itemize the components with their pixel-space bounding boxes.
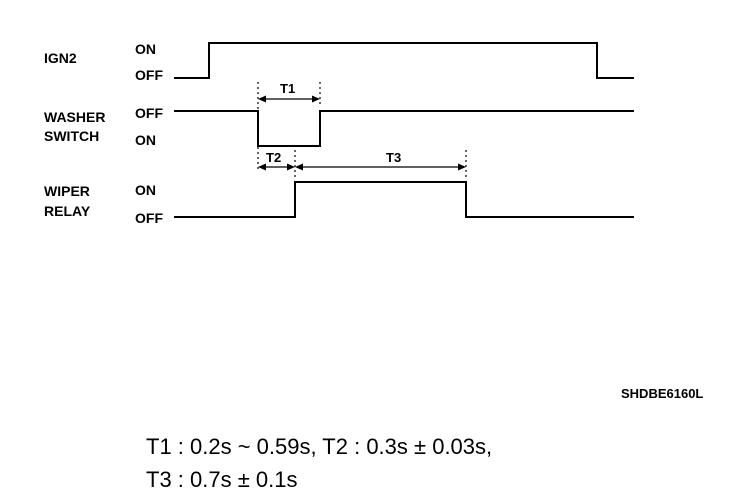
- ign2-label: IGN2: [44, 50, 77, 66]
- washer-switch-off-label: OFF: [135, 105, 163, 121]
- t1-dimension: [258, 95, 320, 103]
- t1-label: T1: [280, 81, 295, 96]
- wiper-relay-waveform: [174, 181, 634, 218]
- wiper-relay-on-label: ON: [135, 182, 156, 198]
- wiper-relay-label-line1: WIPER: [44, 183, 90, 199]
- ign2-off-label: OFF: [135, 67, 163, 83]
- drawing-code: SHDBE6160L: [621, 386, 703, 401]
- t2-dimension: [258, 163, 295, 171]
- washer-switch-waveform: [174, 110, 634, 147]
- ign2-waveform: [174, 42, 634, 79]
- wiper-relay-label-line2: RELAY: [44, 203, 91, 219]
- t3-label: T3: [386, 150, 401, 165]
- t3-dimension: [295, 163, 466, 171]
- timing-legend-line1: T1 : 0.2s ~ 0.59s, T2 : 0.3s ± 0.03s,: [146, 434, 493, 459]
- t2-label: T2: [266, 150, 281, 165]
- ign2-on-label: ON: [135, 41, 156, 57]
- timing-legend-line2: T3 : 0.7s ± 0.1s: [146, 467, 298, 492]
- washer-switch-label-line1: WASHER: [44, 109, 105, 125]
- wiper-relay-off-label: OFF: [135, 210, 163, 226]
- washer-switch-label-line2: SWITCH: [44, 128, 99, 144]
- washer-switch-on-label: ON: [135, 132, 156, 148]
